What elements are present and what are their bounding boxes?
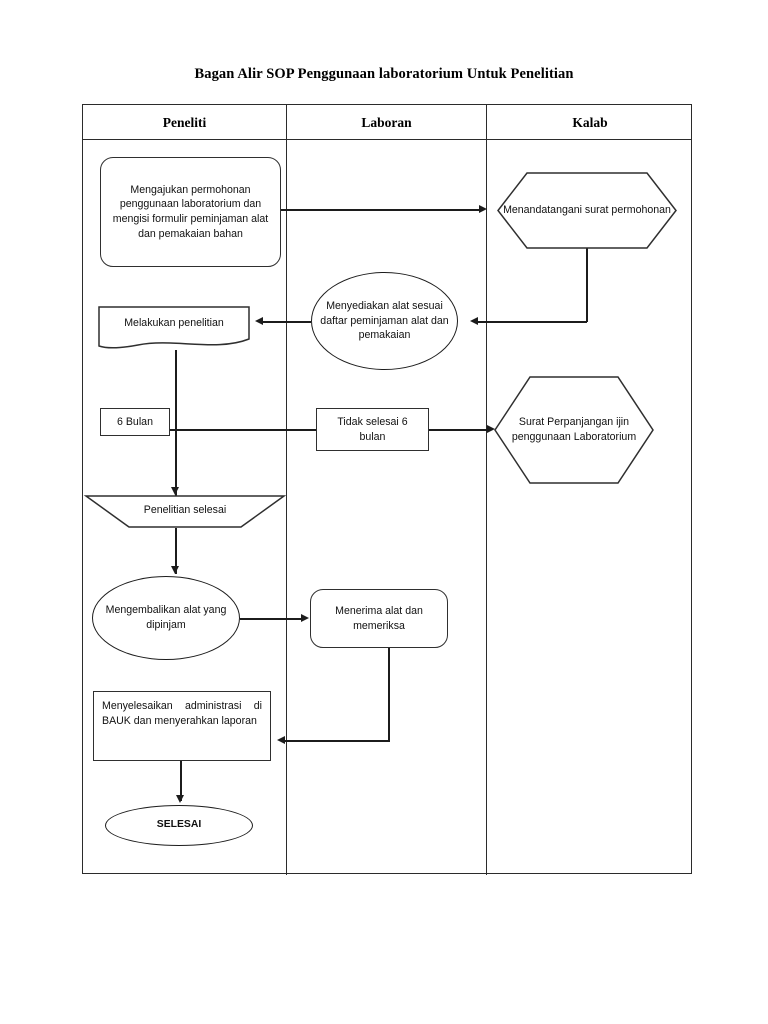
- arrowhead-menerima-to-administrasi: [277, 735, 285, 744]
- node-surat-perpanjangan-label: Surat Perpanjangan ijin penggunaan Labor…: [511, 416, 637, 443]
- node-penelitian-selesai[interactable]: Penelitian selesai: [85, 495, 285, 525]
- connector-menerima-to-administrasi: [285, 740, 390, 742]
- connector-penelitian-down: [175, 350, 177, 496]
- lane-header-peneliti: Peneliti: [162, 115, 207, 130]
- connector-tandatangan-down: [586, 248, 588, 322]
- arrowhead-penelitian-to-selesai-check: [171, 487, 179, 495]
- arrowhead-permohonan-to-tandatangan: [479, 204, 487, 213]
- arrowhead-selesaicheck-to-mengembalikan: [171, 566, 179, 574]
- lane-header-laboran: Laboran: [286, 105, 486, 140]
- node-6-bulan[interactable]: 6 Bulan: [100, 408, 170, 436]
- node-ajukan-permohonan[interactable]: Mengajukan permohonan penggunaan laborat…: [100, 157, 281, 267]
- node-tanda-tangan[interactable]: Menandatangani surat permohonan: [497, 172, 677, 249]
- connector-6bulan-to-tidakselesai: [170, 429, 318, 431]
- node-penelitian-selesai-shape[interactable]: [83, 495, 287, 528]
- node-mengembalikan-alat[interactable]: Mengembalikan alat yang dipinjam: [92, 576, 240, 660]
- node-mengembalikan-alat-label: Mengembalikan alat yang dipinjam: [105, 604, 227, 631]
- node-melakukan-penelitian-label: Melakukan penelitian: [124, 316, 224, 329]
- node-ajukan-permohonan-label: Mengajukan permohonan penggunaan laborat…: [112, 183, 269, 240]
- lane-divider-1: [286, 140, 287, 875]
- node-menerima-alat-label: Menerima alat dan memeriksa: [335, 604, 423, 632]
- lane-header-kalab: Kalab: [486, 105, 693, 140]
- node-tidak-selesai-label: Tidak selesai 6 bulan: [337, 415, 408, 443]
- node-selesai[interactable]: SELESAI: [105, 805, 253, 846]
- lane-divider-2: [486, 140, 487, 875]
- node-tanda-tangan-label: Menandatangani surat permohonan: [503, 204, 671, 217]
- connector-menerima-down: [388, 648, 390, 741]
- connector-tidakselesai-to-perpanjangan: [429, 429, 491, 431]
- arrowhead-tidakselesai-to-perpanjangan: [487, 424, 495, 433]
- node-menyediakan-alat-label: Menyediakan alat sesuai daftar peminjama…: [320, 300, 449, 342]
- connector-permohonan-to-tandatangan: [281, 209, 483, 211]
- swimlane-header-row: Peneliti Laboran Kalab: [83, 105, 691, 140]
- connector-menyediakan-to-penelitian: [263, 321, 311, 323]
- arrowhead-administrasi-to-selesai: [176, 795, 184, 803]
- node-penelitian-selesai-label: Penelitian selesai: [143, 503, 227, 516]
- arrowhead-mengembalikan-to-menerima: [301, 613, 309, 622]
- node-melakukan-penelitian-shape[interactable]: [98, 306, 250, 351]
- arrowhead-tandatangan-to-menyediakan: [470, 316, 478, 325]
- swimlane-table: Peneliti Laboran Kalab: [82, 104, 692, 875]
- node-administrasi-label: Menyelesaikan administrasi di BAUK dan m…: [102, 700, 262, 727]
- node-melakukan-penelitian[interactable]: Melakukan penelitian: [98, 306, 250, 340]
- node-menyediakan-alat[interactable]: Menyediakan alat sesuai daftar peminjama…: [311, 272, 458, 370]
- connector-mengembalikan-to-menerima: [240, 618, 305, 620]
- connector-tandatangan-to-menyediakan: [478, 321, 587, 323]
- node-administrasi[interactable]: Menyelesaikan administrasi di BAUK dan m…: [93, 691, 271, 761]
- node-surat-perpanjangan[interactable]: Surat Perpanjangan ijin penggunaan Labor…: [494, 376, 654, 484]
- node-tidak-selesai[interactable]: Tidak selesai 6 bulan: [316, 408, 429, 451]
- node-surat-perpanjangan-shape[interactable]: [494, 376, 654, 484]
- connector-administrasi-down: [180, 761, 182, 801]
- page-title: Bagan Alir SOP Penggunaan laboratorium U…: [194, 66, 574, 82]
- node-menerima-alat[interactable]: Menerima alat dan memeriksa: [310, 589, 448, 648]
- connector-selesaicheck-down: [175, 528, 177, 574]
- node-tanda-tangan-shape[interactable]: [497, 172, 677, 249]
- node-6-bulan-label: 6 Bulan: [117, 415, 153, 428]
- arrowhead-menyediakan-to-penelitian: [255, 316, 263, 325]
- node-selesai-label: SELESAI: [156, 819, 202, 831]
